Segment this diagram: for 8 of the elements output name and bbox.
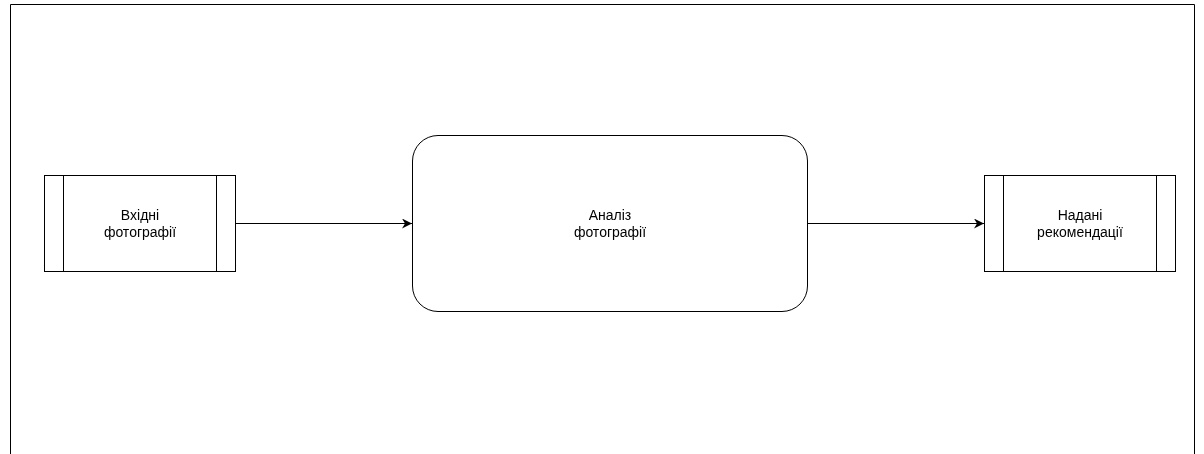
arrow — [235, 218, 413, 229]
node-label: Вхідні фотографії — [102, 206, 178, 241]
node-label: Аналіз фотографії — [572, 206, 648, 241]
subprocess-box — [44, 175, 236, 272]
node-label: Надані рекомендації — [1036, 206, 1124, 241]
arrow — [807, 218, 985, 229]
process-box — [412, 135, 808, 312]
subprocess-box — [984, 175, 1176, 272]
